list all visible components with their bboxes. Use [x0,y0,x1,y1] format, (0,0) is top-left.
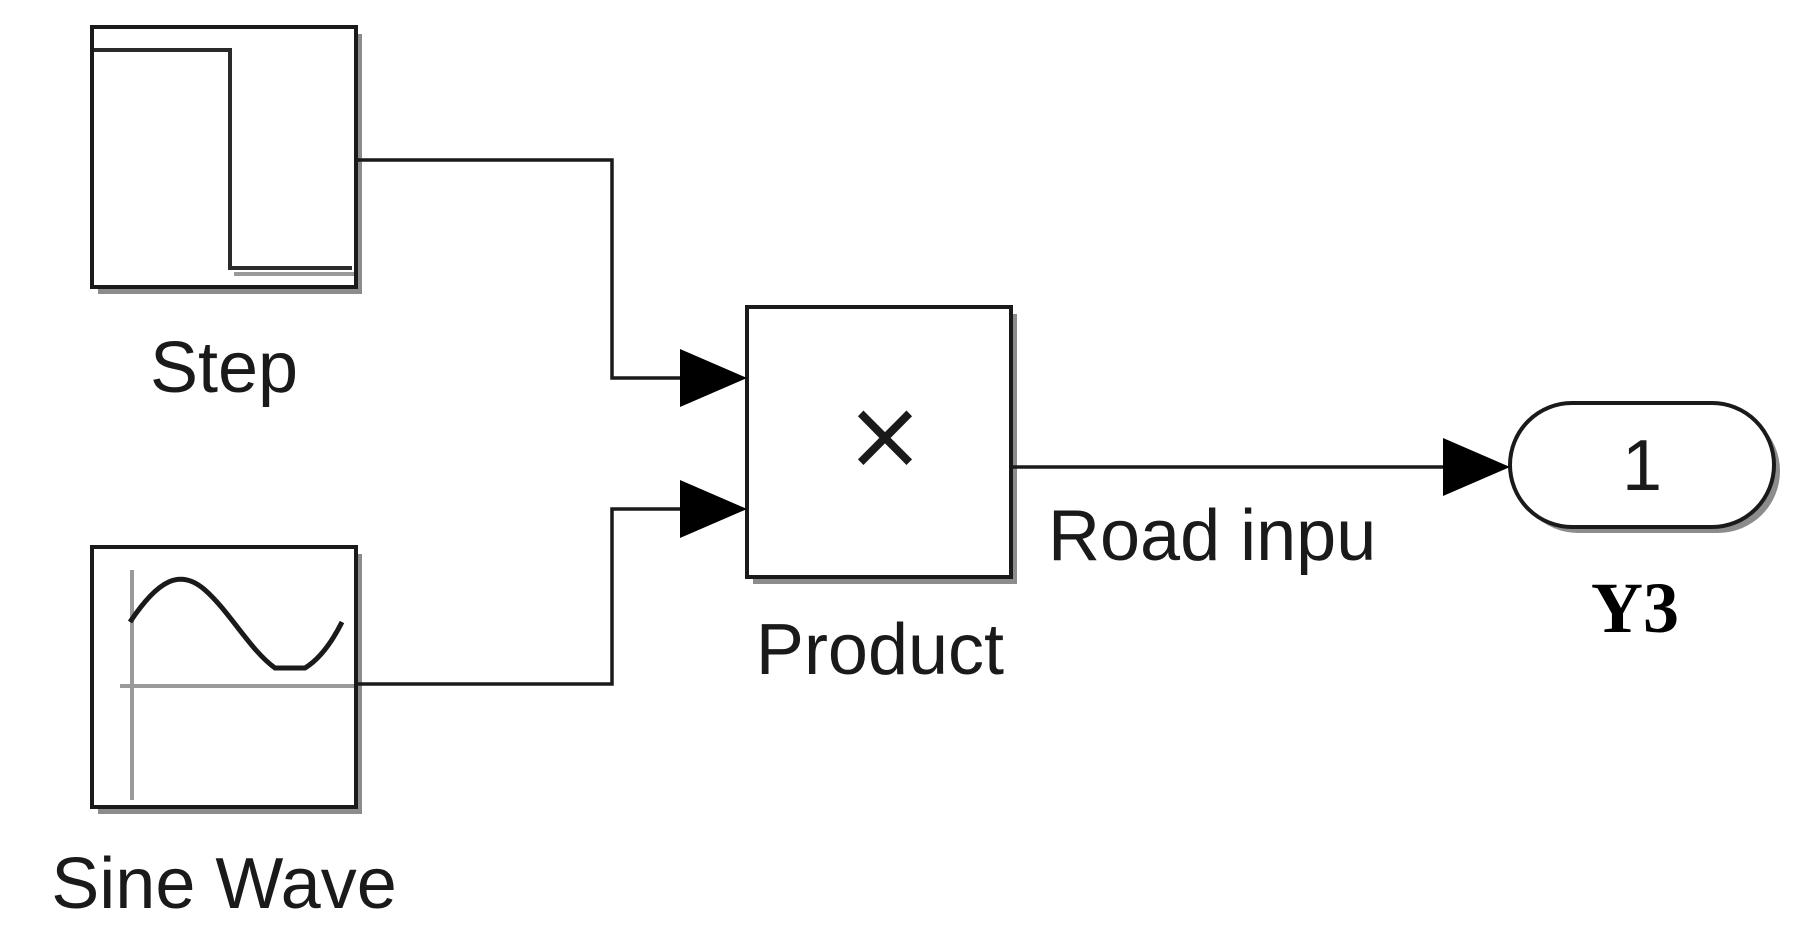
step-label: Step [150,328,298,408]
step-icon [94,48,354,276]
arrow-icon [680,480,747,538]
outport-block-body [1508,401,1776,529]
step-block-body [90,25,358,289]
step-block[interactable] [90,25,362,294]
product-block[interactable]: × [745,305,1017,584]
signal-sine-to-product[interactable] [358,480,747,686]
product-label: Product [756,610,1004,690]
arrow-icon [680,349,747,407]
signal-label-road-input: Road inpu [1048,496,1376,576]
sine-wave-icon [120,570,354,800]
sine-wave-block-body [90,545,358,809]
signal-step-to-product[interactable] [358,158,747,407]
outport-name: Y3 [1591,568,1679,648]
signal-product-to-outport[interactable] [1013,438,1510,496]
product-block-body [745,305,1013,579]
multiply-icon: × [845,379,925,491]
sine-wave-label: Sine Wave [51,844,396,924]
outport-number: 1 [1622,426,1662,506]
arrow-icon [1443,438,1510,496]
outport-block[interactable]: 1 [1508,401,1780,533]
sine-wave-block[interactable] [90,545,362,814]
